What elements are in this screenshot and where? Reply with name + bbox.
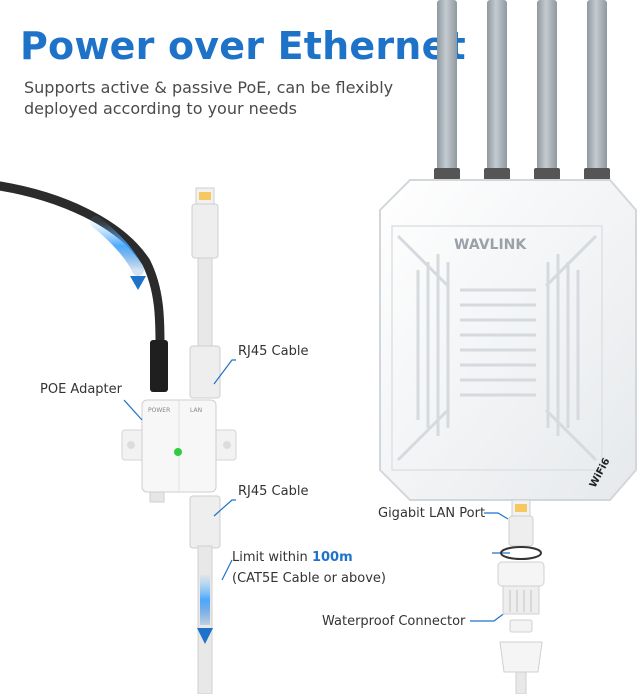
svg-text:LAN: LAN — [190, 407, 202, 414]
waterproof-connector-label: Waterproof Connector — [322, 614, 466, 629]
antennas — [434, 0, 610, 180]
poe-adapter-label: POE Adapter — [40, 382, 122, 397]
cable-spec-label: (CAT5E Cable or above) — [232, 571, 386, 586]
power-led — [174, 448, 182, 456]
distance-limit-label: Limit within 100m — [232, 550, 353, 565]
subtitle-line-1: Supports active & passive PoE, can be fl… — [24, 78, 394, 97]
rj45-cable-top-label: RJ45 Cable — [238, 344, 309, 359]
power-cable — [0, 181, 165, 350]
gigabit-lan-port-label: Gigabit LAN Port — [378, 506, 486, 521]
subtitle-line-2: deployed according to your needs — [24, 99, 297, 118]
page-title: Power over Ethernet — [20, 24, 466, 68]
poe-adapter: POWER LAN — [121, 399, 237, 503]
distance-value: 100m — [311, 550, 353, 565]
rj45-cable-bottom-label: RJ45 Cable — [238, 484, 309, 499]
brand-logo: WAVLINK — [454, 237, 527, 253]
power-plug — [150, 340, 168, 392]
router-device: WAVLINK WiFi6 — [379, 179, 637, 501]
waterproof-connector — [497, 561, 545, 694]
svg-text:POWER: POWER — [148, 407, 170, 414]
